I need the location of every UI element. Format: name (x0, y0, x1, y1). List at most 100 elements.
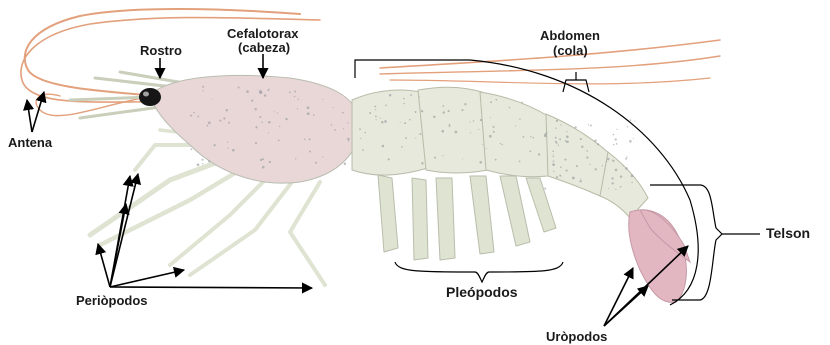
pleopod-legs (378, 175, 556, 260)
speckle-dot (193, 112, 195, 114)
speckle-dot (620, 175, 622, 177)
speckle-dot (226, 109, 228, 111)
speckle-dot (500, 143, 501, 144)
speckle-dot (479, 161, 482, 164)
speckle-dot (268, 121, 271, 124)
speckle-dot (401, 146, 403, 148)
speckle-dot (509, 107, 511, 109)
speckle-dot (470, 132, 471, 133)
speckle-dot (322, 156, 323, 157)
speckle-dot (553, 171, 554, 172)
speckle-dot (219, 120, 221, 122)
speckle-dot (581, 146, 583, 148)
speckle-dot (260, 159, 262, 161)
speckle-dot (448, 110, 450, 112)
speckle-dot (564, 159, 566, 161)
speckle-dot (604, 169, 605, 170)
speckle-dot (348, 140, 349, 141)
abdomen-segment-2 (418, 87, 488, 173)
speckle-dot (404, 122, 406, 124)
speckle-dot (486, 148, 487, 149)
speckle-dot (403, 98, 405, 100)
speckle-dot (519, 161, 521, 163)
abdomen-segment-4 (546, 114, 610, 196)
speckle-dot (331, 124, 332, 125)
speckle-dot (375, 109, 376, 110)
speckle-dot (620, 186, 622, 188)
speckle-dot (433, 116, 435, 118)
abdomen-segment-1 (352, 90, 428, 175)
speckle-dot (634, 120, 635, 121)
speckle-dot (228, 122, 230, 124)
speckle-dot (309, 151, 311, 153)
speckle-dot (530, 136, 531, 137)
speckle-dot (203, 90, 204, 91)
label-telson: Telson (766, 225, 810, 241)
speckle-dot (315, 162, 317, 164)
speckle-dot (389, 94, 392, 97)
speckle-dot (297, 108, 298, 109)
speckle-dot (208, 121, 211, 124)
speckle-dot (580, 178, 581, 179)
speckle-dot (264, 94, 266, 96)
speckle-dot (227, 141, 228, 142)
speckle-dot (313, 114, 315, 116)
cephalothorax (150, 75, 360, 183)
abdomen-segment-3 (480, 92, 548, 177)
speckle-dot (255, 126, 257, 128)
speckle-dot (625, 167, 628, 170)
speckle-dot (223, 117, 225, 119)
speckle-dot (552, 163, 555, 166)
speckle-dot (364, 132, 366, 134)
speckle-dot (538, 153, 540, 155)
speckle-dot (611, 177, 613, 179)
speckle-dot (207, 125, 209, 127)
speckle-dot (259, 90, 262, 93)
speckle-dot (559, 175, 561, 177)
speckle-dot (376, 119, 377, 120)
speckle-dot (523, 136, 525, 138)
label-antena: Antena (8, 135, 53, 150)
speckle-dot (227, 148, 228, 149)
speckle-dot (606, 161, 607, 162)
speckle-dot (455, 131, 458, 134)
speckle-dot (374, 105, 376, 107)
speckle-dot (473, 120, 475, 122)
speckle-dot (586, 150, 588, 152)
speckle-dot (560, 124, 561, 125)
speckle-dot (380, 117, 381, 118)
label-uropodos: Uròpodos (546, 329, 607, 344)
speckle-dot (586, 156, 588, 158)
speckle-dot (532, 137, 534, 139)
speckle-dot (625, 158, 627, 160)
label-cefalotorax-line1: Cefalotorax (227, 26, 299, 41)
speckle-dot (238, 86, 240, 88)
speckle-dot (277, 112, 278, 113)
speckle-dot (495, 99, 497, 101)
speckle-dot (415, 111, 417, 113)
speckle-dot (410, 94, 412, 96)
speckle-dot (552, 150, 554, 152)
label-rostro: Rostro (140, 43, 182, 58)
speckle-dot (298, 99, 299, 100)
speckle-dot (597, 143, 599, 145)
speckle-dot (630, 119, 632, 121)
speckle-dot (623, 165, 624, 166)
label-abdomen-line1: Abdomen (540, 28, 600, 43)
speckle-dot (190, 148, 192, 150)
speckle-dot (214, 144, 216, 146)
speckle-dot (556, 176, 558, 178)
speckle-dot (576, 165, 578, 167)
speckle-dot (268, 132, 269, 133)
speckle-dot (307, 106, 310, 109)
speckle-dot (613, 144, 615, 146)
speckle-dot (289, 91, 291, 93)
speckle-dot (274, 111, 275, 112)
speckle-dot (544, 135, 547, 138)
speckle-dot (344, 163, 347, 166)
speckle-dot (369, 112, 371, 114)
speckle-dot (384, 120, 387, 123)
speckle-dot (421, 162, 423, 164)
speckle-dot (560, 166, 562, 168)
speckle-dot (529, 150, 531, 152)
